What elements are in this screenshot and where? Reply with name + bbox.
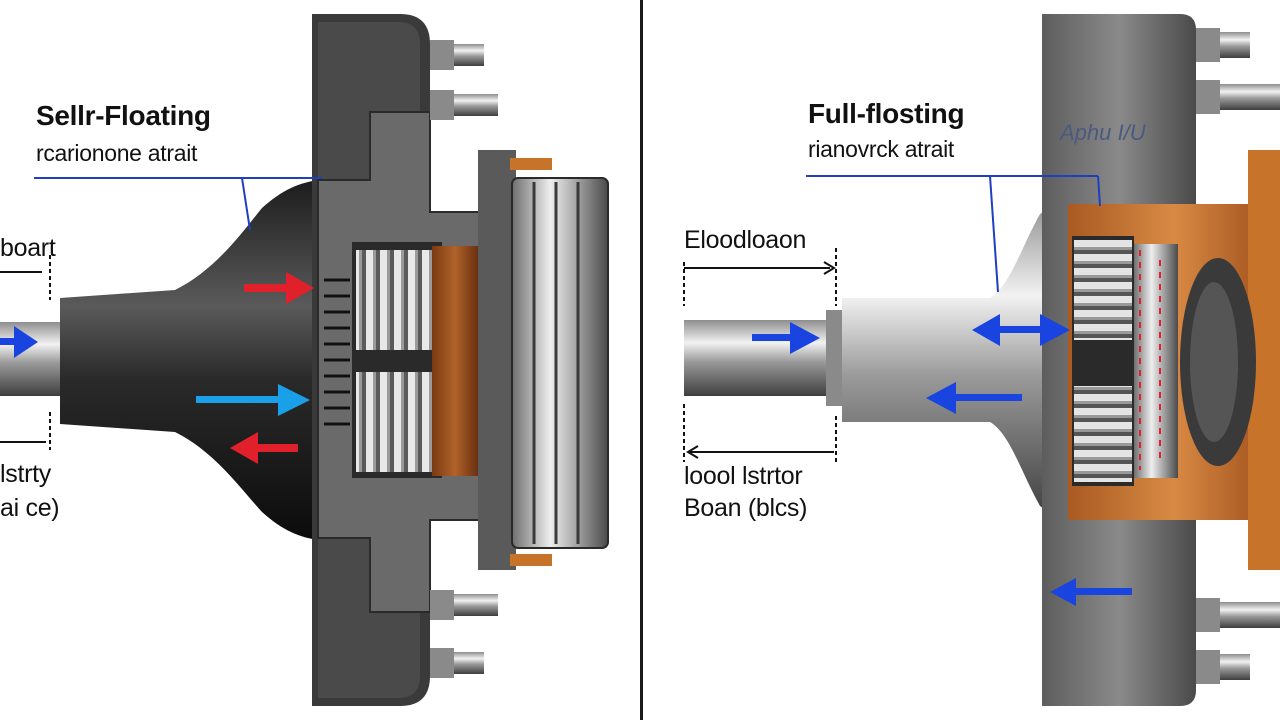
left-flared-housing [60, 180, 320, 540]
left-force-arrows [0, 272, 314, 464]
left-thread [324, 278, 350, 426]
right-spline-gear [1074, 240, 1132, 340]
red-arrow-left [230, 432, 298, 464]
right-axle-shaft [684, 320, 834, 396]
panel-divider [640, 0, 643, 720]
right-dim-top-label: Eloodloaon [684, 226, 807, 254]
red-arrow-right [244, 272, 314, 304]
right-hub-assembly [684, 14, 1280, 706]
right-faint-mark: Aphu I/U [1060, 120, 1146, 145]
right-dim-mid-label: loool lstrtor [684, 462, 803, 490]
left-hub-assembly [0, 14, 609, 706]
right-wheel-studs [1196, 28, 1280, 684]
left-dimension-lines [0, 255, 51, 450]
blue-arrow-right [196, 384, 310, 416]
right-title: Full-flosting [808, 98, 965, 129]
right-force-arrows [752, 314, 1132, 606]
left-bearing-race [511, 177, 609, 549]
right-subtitle: rianovrck atrait [808, 136, 955, 162]
left-dim-top-label: boart [0, 234, 56, 262]
left-dim-mid-label: lstrty [0, 460, 51, 488]
left-title: Sellr-Floating [36, 100, 211, 131]
left-dim-bottom-label: ai ce) [0, 494, 60, 522]
blue-arrow-shaft [0, 326, 38, 358]
left-spline-gear [356, 250, 434, 350]
right-dimension-lines [683, 248, 837, 462]
left-wheel-studs [430, 40, 498, 678]
right-leader-lines [806, 175, 1101, 293]
blue-arrow-shaft-right [752, 322, 820, 354]
left-leader-lines [34, 177, 322, 231]
left-bronze-bushing [432, 246, 478, 476]
left-axle-shaft [0, 322, 70, 396]
blue-double-arrow [972, 314, 1070, 346]
blue-arrow-left-right-panel [926, 382, 1022, 414]
blue-arrow-bottom [1050, 578, 1132, 606]
left-subtitle: rcarionone atrait [36, 140, 198, 166]
right-bearing [1134, 244, 1178, 478]
right-spindle [842, 200, 1060, 520]
right-dim-bottom-label: Boan (blcs) [684, 494, 808, 522]
